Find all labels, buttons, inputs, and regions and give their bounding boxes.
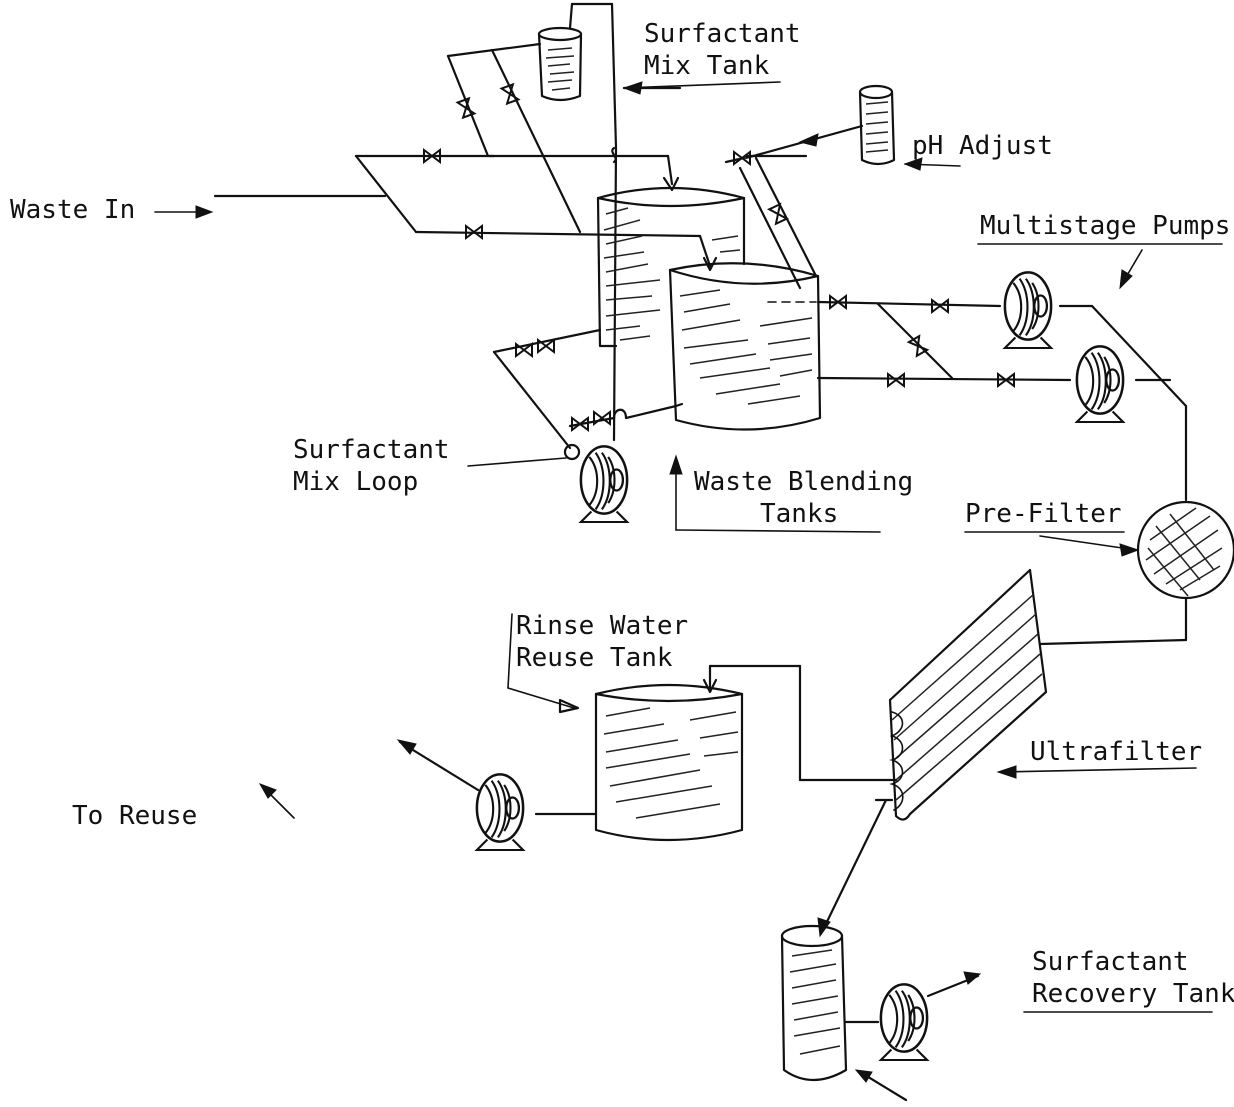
surfactant-mix-tank: [539, 4, 616, 148]
label-surfactant-mix-tank-line2: Mix Tank: [644, 51, 770, 81]
ph-adjust-tank: [746, 86, 894, 164]
label-rinse-water-reuse-tank-line1: Rinse Water: [516, 611, 688, 641]
waste-blending-tank-2: [670, 263, 820, 429]
mix-loop-pump: [581, 446, 627, 522]
label-surfactant-mix-tank-line1: Surfactant: [644, 19, 801, 49]
surfactant-recovery-tank: [782, 926, 878, 1080]
label-rinse-water-reuse-tank-line2: Reuse Tank: [516, 643, 673, 673]
label-surfactant-recovery-tank-line1: Surfactant: [1032, 947, 1189, 977]
label-surfactant-recovery-tank-line2: Recovery Tank: [1032, 979, 1234, 1009]
rinse-water-pump: [398, 740, 523, 850]
rinse-water-reuse-tank: [536, 685, 742, 840]
label-waste-in: Waste In: [10, 195, 135, 225]
label-to-reuse: To Reuse: [72, 801, 197, 831]
label-surfactant-mix-loop-line1: Surfactant: [293, 435, 450, 465]
multistage-pump-2: [1077, 346, 1123, 422]
label-waste-blending-tanks-line2: Tanks: [760, 499, 838, 529]
label-waste-blending-tanks-line1: Waste Blending: [694, 467, 913, 497]
ultrafilter: [704, 570, 1046, 936]
label-ph-adjust: pH Adjust: [912, 131, 1053, 161]
label-multistage-pumps: Multistage Pumps: [980, 211, 1230, 241]
label-surfactant-mix-loop-line2: Mix Loop: [293, 467, 418, 497]
surfactant-recovery-pump: [856, 972, 980, 1100]
label-pre-filter: Pre-Filter: [965, 499, 1122, 529]
multistage-pump-1: [1005, 272, 1051, 348]
label-ultrafilter: Ultrafilter: [1030, 737, 1202, 767]
